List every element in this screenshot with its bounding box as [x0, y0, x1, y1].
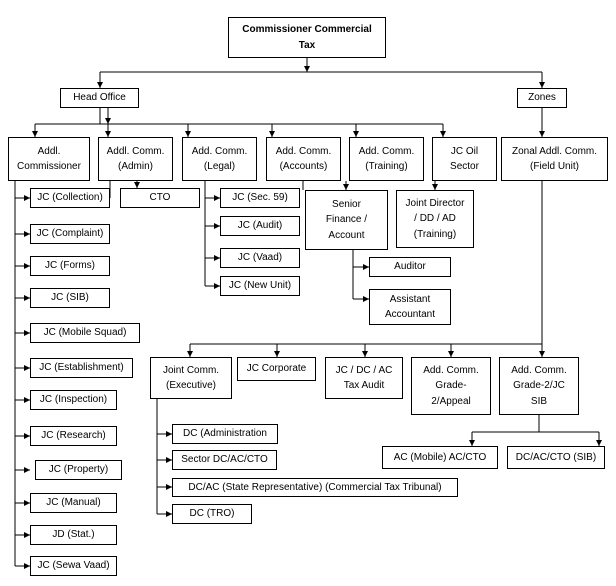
dc-administration-box: DC (Administration	[172, 424, 278, 444]
arrowhead	[469, 440, 475, 446]
arrowhead	[363, 296, 369, 302]
jd-stat-box: JD (Stat.)	[30, 525, 117, 545]
arrowhead	[362, 351, 368, 357]
add-comm-legal-box: Add. Comm. (Legal)	[182, 137, 257, 181]
jc-new-unit-box: JC (New Unit)	[220, 276, 300, 296]
arrowhead	[24, 195, 30, 201]
jc-sib-box: JC (SIB)	[30, 288, 110, 308]
arrowhead	[448, 351, 454, 357]
joint-comm-executive-box: Joint Comm. (Executive)	[150, 357, 232, 399]
arrowhead	[24, 397, 30, 403]
dc-ac-cto-sib-box: DC/AC/CTO (SIB)	[507, 446, 605, 469]
arrowhead	[166, 431, 172, 437]
senior-finance-box: Senior Finance / Account	[305, 190, 388, 250]
ac-mobile-box: AC (Mobile) AC/CTO	[382, 446, 498, 469]
arrowhead	[24, 231, 30, 237]
arrowhead	[24, 500, 30, 506]
arrowhead	[32, 131, 38, 137]
assistant-accountant-box: Assistant Accountant	[369, 289, 451, 325]
arrowhead	[304, 66, 310, 72]
arrowhead	[24, 295, 30, 301]
arrowhead	[353, 131, 359, 137]
arrowhead	[269, 131, 275, 137]
arrowhead	[24, 532, 30, 538]
joint-director-training-box: Joint Director / DD / AD (Training)	[396, 190, 474, 248]
dc-tro-box: DC (TRO)	[172, 504, 252, 524]
jc-research-box: JC (Research)	[30, 426, 117, 446]
arrowhead	[24, 433, 30, 439]
addl-comm-admin-box: Addl. Comm. (Admin)	[98, 137, 173, 181]
add-comm-grade2-appeal-box: Add. Comm. Grade- 2/Appeal	[411, 357, 491, 415]
arrowhead	[539, 82, 545, 88]
jc-vaad-box: JC (Vaad)	[220, 248, 300, 268]
jc-sec59-box: JC (Sec. 59)	[220, 188, 300, 208]
add-comm-training-box: Add. Comm. (Training)	[349, 137, 424, 181]
arrowhead	[214, 195, 220, 201]
arrowhead	[24, 263, 30, 269]
arrowhead	[343, 184, 349, 190]
arrowhead	[97, 82, 103, 88]
jc-sewa-vaad-box: JC (Sewa Vaad)	[30, 556, 117, 576]
add-comm-grade2-jc-sib-box: Add. Comm. Grade-2/JC SIB	[499, 357, 579, 415]
auditor-box: Auditor	[369, 257, 451, 277]
addl-commissioner-box: Addl. Commissioner	[8, 137, 90, 181]
jc-forms-box: JC (Forms)	[30, 256, 110, 276]
arrowhead	[185, 131, 191, 137]
jc-corporate-box: JC Corporate	[237, 357, 316, 381]
arrowhead	[432, 184, 438, 190]
arrowhead	[24, 365, 30, 371]
jc-dc-ac-tax-audit-box: JC / DC / AC Tax Audit	[325, 357, 403, 399]
zones-box: Zones	[517, 88, 567, 108]
commissioner-box: Commissioner Commercial Tax	[228, 17, 386, 58]
cto-box: CTO	[120, 188, 200, 208]
arrowhead	[166, 457, 172, 463]
arrowhead	[166, 511, 172, 517]
add-comm-accounts-box: Add. Comm. (Accounts)	[266, 137, 341, 181]
arrowhead	[105, 118, 111, 124]
arrowhead	[105, 131, 111, 137]
arrowhead	[24, 467, 30, 473]
jc-complaint-box: JC (Complaint)	[30, 224, 110, 244]
arrowhead	[274, 351, 280, 357]
jc-manual-box: JC (Manual)	[30, 493, 117, 513]
jc-collection-box: JC (Collection)	[30, 188, 110, 208]
jc-oil-sector-box: JC Oil Sector	[432, 137, 497, 181]
arrowhead	[539, 351, 545, 357]
head-office-box: Head Office	[60, 88, 139, 108]
dc-ac-state-rep-box: DC/AC (State Representative) (Commercial…	[172, 478, 458, 497]
jc-audit-box: JC (Audit)	[220, 216, 300, 236]
arrowhead	[596, 440, 602, 446]
zonal-addl-comm-box: Zonal Addl. Comm. (Field Unit)	[501, 137, 608, 181]
jc-establishment-box: JC (Establishment)	[30, 358, 133, 378]
arrowhead	[363, 264, 369, 270]
arrowhead	[134, 182, 140, 188]
jc-inspection-box: JC (Inspection)	[30, 390, 117, 410]
arrowhead	[539, 131, 545, 137]
arrowhead	[214, 255, 220, 261]
arrowhead	[440, 131, 446, 137]
sector-dc-ac-cto-box: Sector DC/AC/CTO	[172, 450, 277, 470]
jc-mobile-squad-box: JC (Mobile Squad)	[30, 323, 140, 343]
arrowhead	[214, 223, 220, 229]
arrowhead	[24, 330, 30, 336]
arrowhead	[214, 283, 220, 289]
arrowhead	[166, 484, 172, 490]
arrowhead	[24, 563, 30, 569]
jc-property-box: JC (Property)	[35, 460, 122, 480]
arrowhead	[187, 351, 193, 357]
